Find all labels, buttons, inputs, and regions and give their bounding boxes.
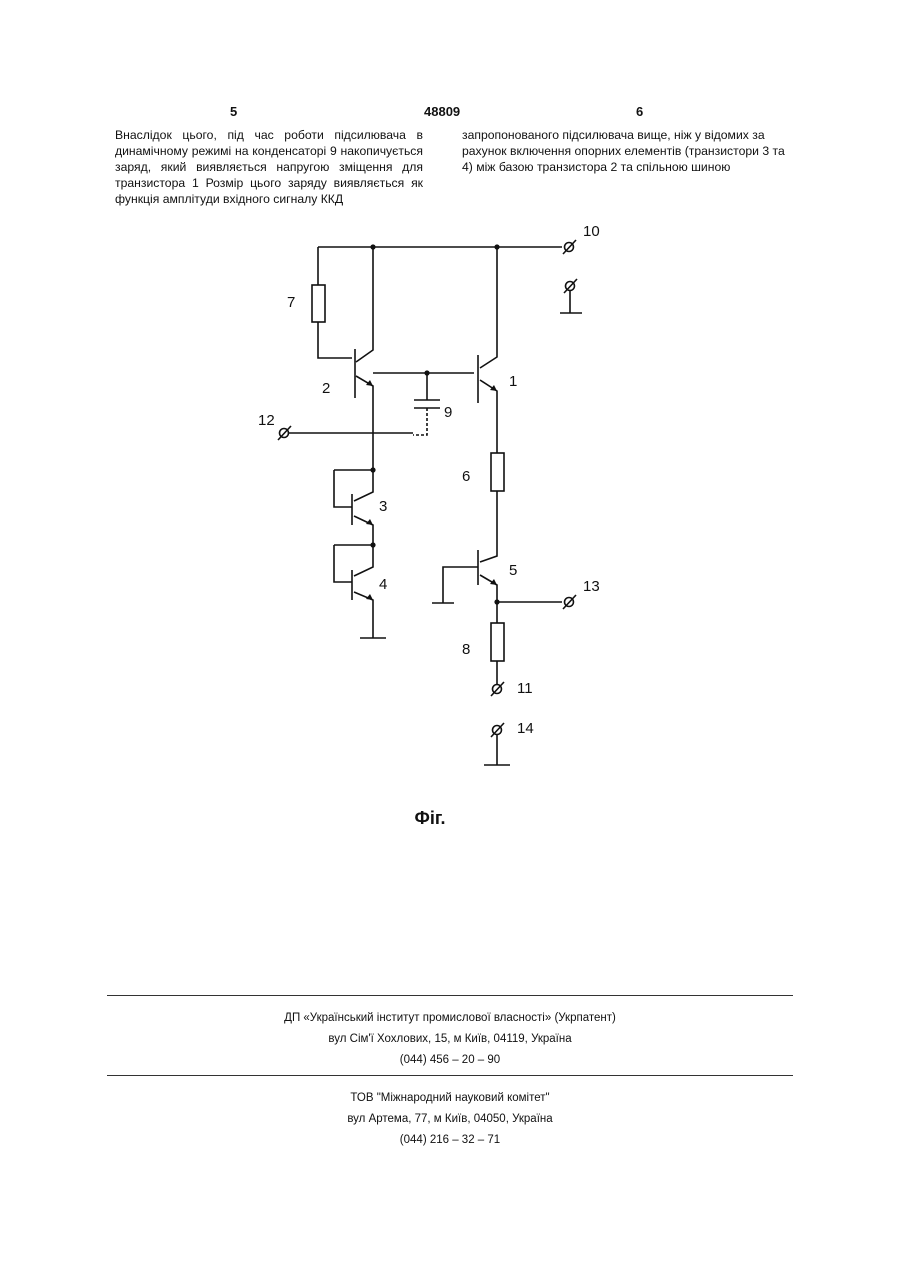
- label-c9: 9: [444, 404, 452, 421]
- footer-divider-top: [107, 995, 793, 996]
- label-q5: 5: [509, 562, 517, 579]
- label-q4: 4: [379, 576, 387, 593]
- org1-phone: (044) 456 – 20 – 90: [0, 1050, 900, 1070]
- label-q3: 3: [379, 498, 387, 515]
- label-t11: 11: [517, 680, 533, 697]
- org1-address: вул Сім'ї Хохлових, 15, м Київ, 04119, У…: [0, 1029, 900, 1049]
- org2-phone: (044) 216 – 32 – 71: [0, 1130, 900, 1150]
- org2-name: ТОВ "Міжнародний науковий комітет": [0, 1088, 900, 1108]
- label-in12: 12: [258, 412, 275, 429]
- label-q2: 2: [322, 380, 330, 397]
- resistor-8: [491, 623, 504, 661]
- capacitor-9: [414, 400, 440, 408]
- label-r8: 8: [462, 641, 470, 658]
- label-t14: 14: [517, 720, 534, 737]
- footer-divider-middle: [107, 1075, 793, 1076]
- label-t10: 10: [583, 223, 600, 240]
- resistor-7: [312, 285, 325, 322]
- label-q1: 1: [509, 373, 517, 390]
- org1-name: ДП «Український інститут промислової вла…: [0, 1008, 900, 1028]
- resistor-6: [491, 453, 504, 491]
- label-r7: 7: [287, 294, 295, 311]
- label-r6: 6: [462, 468, 470, 485]
- org2-address: вул Артема, 77, м Київ, 04050, Україна: [0, 1109, 900, 1129]
- label-out13: 13: [583, 578, 600, 595]
- figure-caption: Фіг.: [0, 808, 860, 829]
